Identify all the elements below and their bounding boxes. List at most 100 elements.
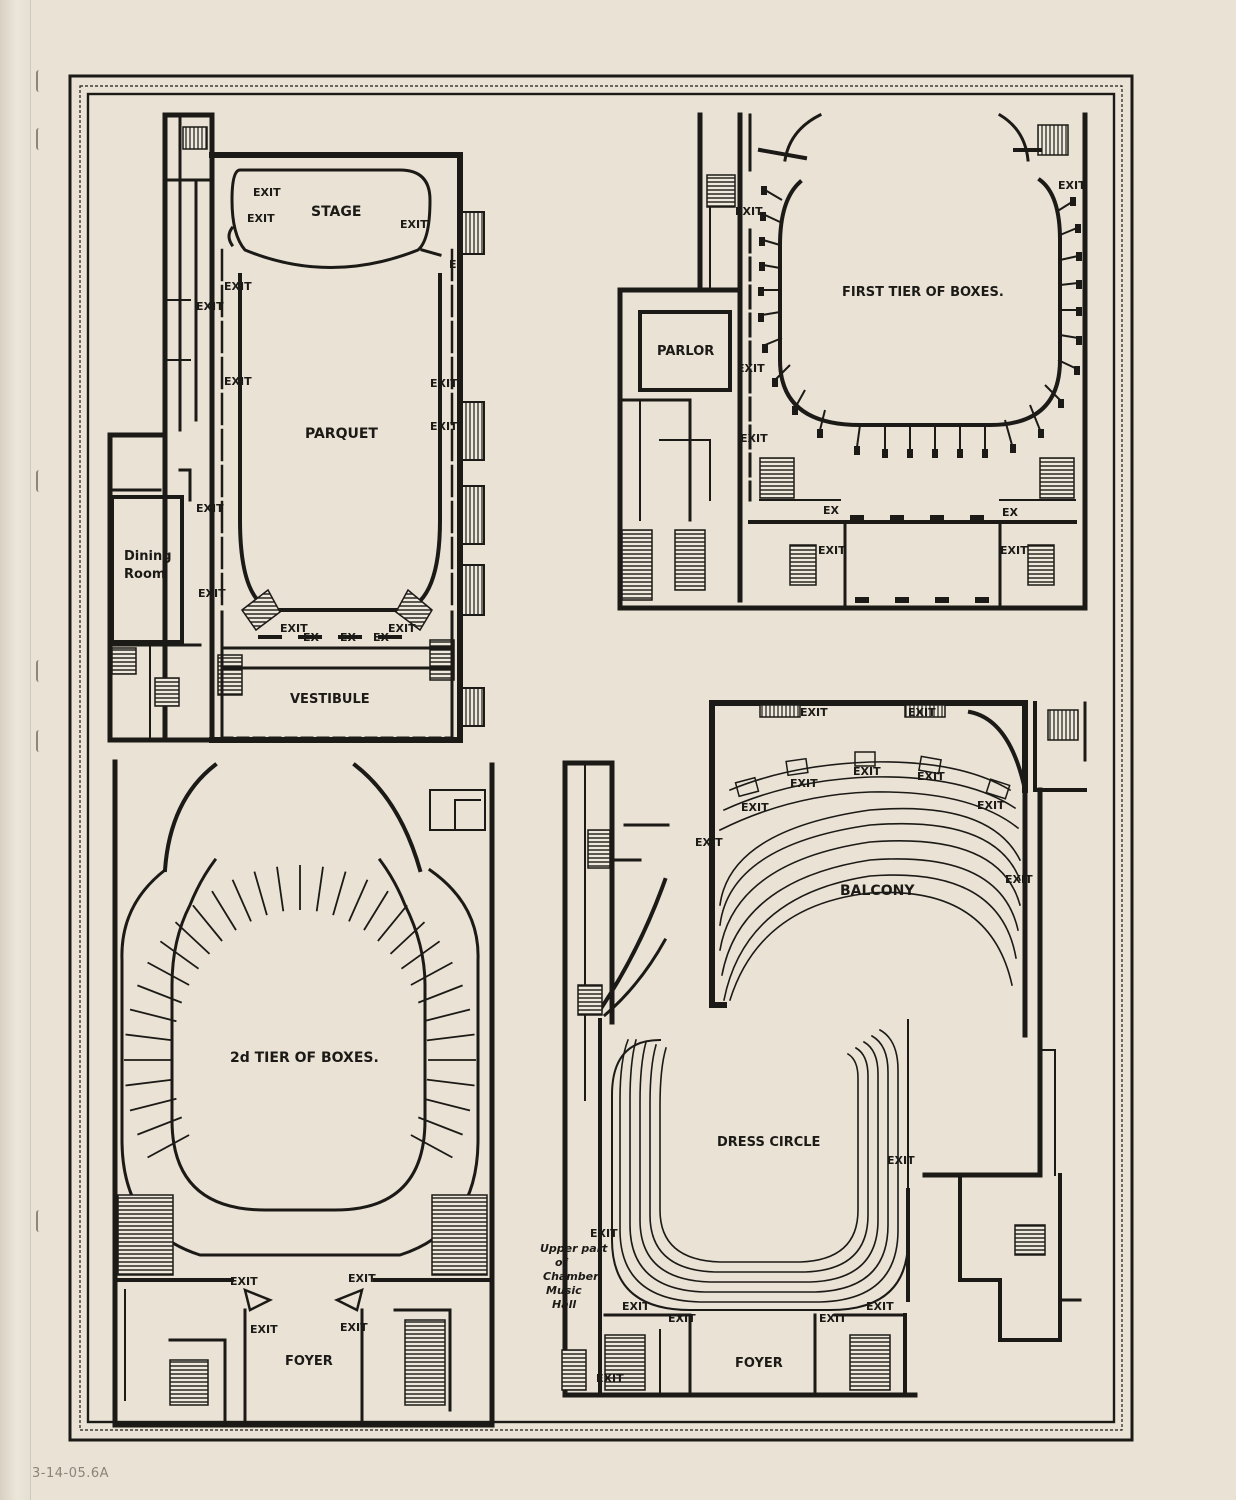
archive-handwritten-note: 3-14-05.6A [32, 1466, 110, 1481]
exit-label: EXIT [818, 544, 846, 557]
second-tier-box-partitions [124, 865, 476, 1159]
exit-label: EXIT [430, 377, 458, 390]
parlor-label: PARLOR [657, 344, 714, 359]
exit-label: EXIT [250, 1323, 278, 1336]
exit-label: EXIT [908, 706, 936, 719]
box-partition [129, 1008, 177, 1023]
exit-label: EXIT [1000, 544, 1028, 557]
dress-circle-label: DRESS CIRCLE [717, 1135, 820, 1150]
vestibule-label: VESTIBULE [290, 692, 370, 707]
ex-label: EX [373, 631, 390, 644]
exit-label: EXIT [740, 432, 768, 445]
parquet-labels: STAGE PARQUET VESTIBULE Dining Room EXIT… [124, 186, 458, 707]
first-tier-floor-plan [617, 112, 1088, 611]
binding-stitch [36, 70, 44, 92]
balcony-dress-labels: BALCONY DRESS CIRCLE FOYER Upper part of… [540, 706, 1033, 1385]
exit-label: EXIT [668, 1312, 696, 1325]
box-partition [417, 984, 463, 1004]
box-partition [389, 921, 426, 955]
binding-edge [0, 0, 31, 1500]
parquet-floor-plan [107, 112, 485, 743]
second-tier-label: 2d TIER OF BOXES. [230, 1050, 379, 1066]
box-partition [137, 1116, 183, 1136]
box-partition [192, 904, 223, 942]
box-partition [423, 1097, 471, 1112]
exit-label: EXIT [622, 1300, 650, 1313]
exit-label: EXIT [741, 801, 769, 814]
e-label: E [449, 258, 457, 271]
exit-label: EXIT [340, 1321, 368, 1334]
exit-label: EXIT [196, 502, 224, 515]
box-partition [137, 984, 183, 1004]
box-partition [231, 879, 252, 922]
box-partition [147, 1134, 190, 1159]
exit-label: EXIT [917, 770, 945, 783]
box-partition [377, 904, 408, 942]
foyer-label: FOYER [735, 1356, 783, 1371]
box-partition [129, 1097, 177, 1112]
box-partition [400, 940, 441, 970]
ex-label: EX [303, 631, 320, 644]
exit-label: EXIT [735, 205, 763, 218]
exit-label: EXIT [253, 186, 281, 199]
exit-label: EXIT [198, 587, 226, 600]
exit-label: EXIT [224, 375, 252, 388]
chamber-note-1: Upper part [540, 1242, 608, 1255]
exit-label: EXIT [590, 1227, 618, 1240]
box-partition [125, 1078, 174, 1087]
box-partition [348, 879, 369, 922]
exit-label: EXIT [695, 836, 723, 849]
box-partition [410, 1134, 453, 1159]
box-partition [211, 890, 237, 931]
dining-label-1: Dining [124, 549, 172, 564]
exit-label: EXIT [400, 218, 428, 231]
first-tier-label: FIRST TIER OF BOXES. [842, 285, 1004, 300]
box-partition [315, 866, 324, 912]
parquet-label: PARQUET [305, 426, 378, 442]
exit-label: EXIT [737, 362, 765, 375]
binding-stitch [36, 660, 44, 682]
box-partition [159, 940, 200, 970]
first-tier-box-partitions [761, 189, 1079, 450]
second-tier-labels: 2d TIER OF BOXES. FOYER EXIT EXIT EXIT E… [230, 1050, 379, 1369]
chamber-note-3: Chamber [543, 1270, 599, 1283]
box-partition [410, 961, 453, 986]
balcony-label: BALCONY [840, 883, 915, 899]
exit-label: EXIT [196, 300, 224, 313]
box-partition [125, 1033, 174, 1042]
ex-label: EX [1002, 506, 1019, 519]
dining-label-2: Room [124, 567, 165, 582]
box-partition [423, 1008, 471, 1023]
chamber-note-4: Music [546, 1284, 582, 1297]
exit-label: EXIT [388, 622, 416, 635]
exit-label: EXIT [866, 1300, 894, 1313]
exit-label: EXIT [819, 1312, 847, 1325]
chamber-note-2: of [555, 1256, 569, 1269]
box-partition [426, 1033, 475, 1042]
second-tier-floor-plan [112, 759, 495, 1428]
box-partition [332, 871, 347, 916]
stage-label: STAGE [311, 204, 361, 220]
box-partition [426, 1078, 475, 1087]
ex-label: EX [340, 631, 357, 644]
page-border [68, 74, 1134, 1442]
binding-stitch [36, 1210, 44, 1232]
binding-stitch [36, 128, 44, 150]
exit-label: EXIT [348, 1272, 376, 1285]
binding-stitch [36, 470, 44, 492]
first-tier-box-doors [758, 186, 1082, 603]
exit-label: EXIT [1005, 873, 1033, 886]
exit-label: EXIT [853, 765, 881, 778]
foyer-label: FOYER [285, 1354, 333, 1369]
box-partition [363, 890, 389, 931]
exit-label: EXIT [230, 1275, 258, 1288]
exit-label: EXIT [887, 1154, 915, 1167]
exit-label: EXIT [1058, 179, 1086, 192]
exit-label: EXIT [977, 799, 1005, 812]
box-partition [253, 871, 268, 916]
exit-label: EXIT [800, 706, 828, 719]
exit-label: EXIT [790, 777, 818, 790]
exit-label: EXIT [596, 1372, 624, 1385]
